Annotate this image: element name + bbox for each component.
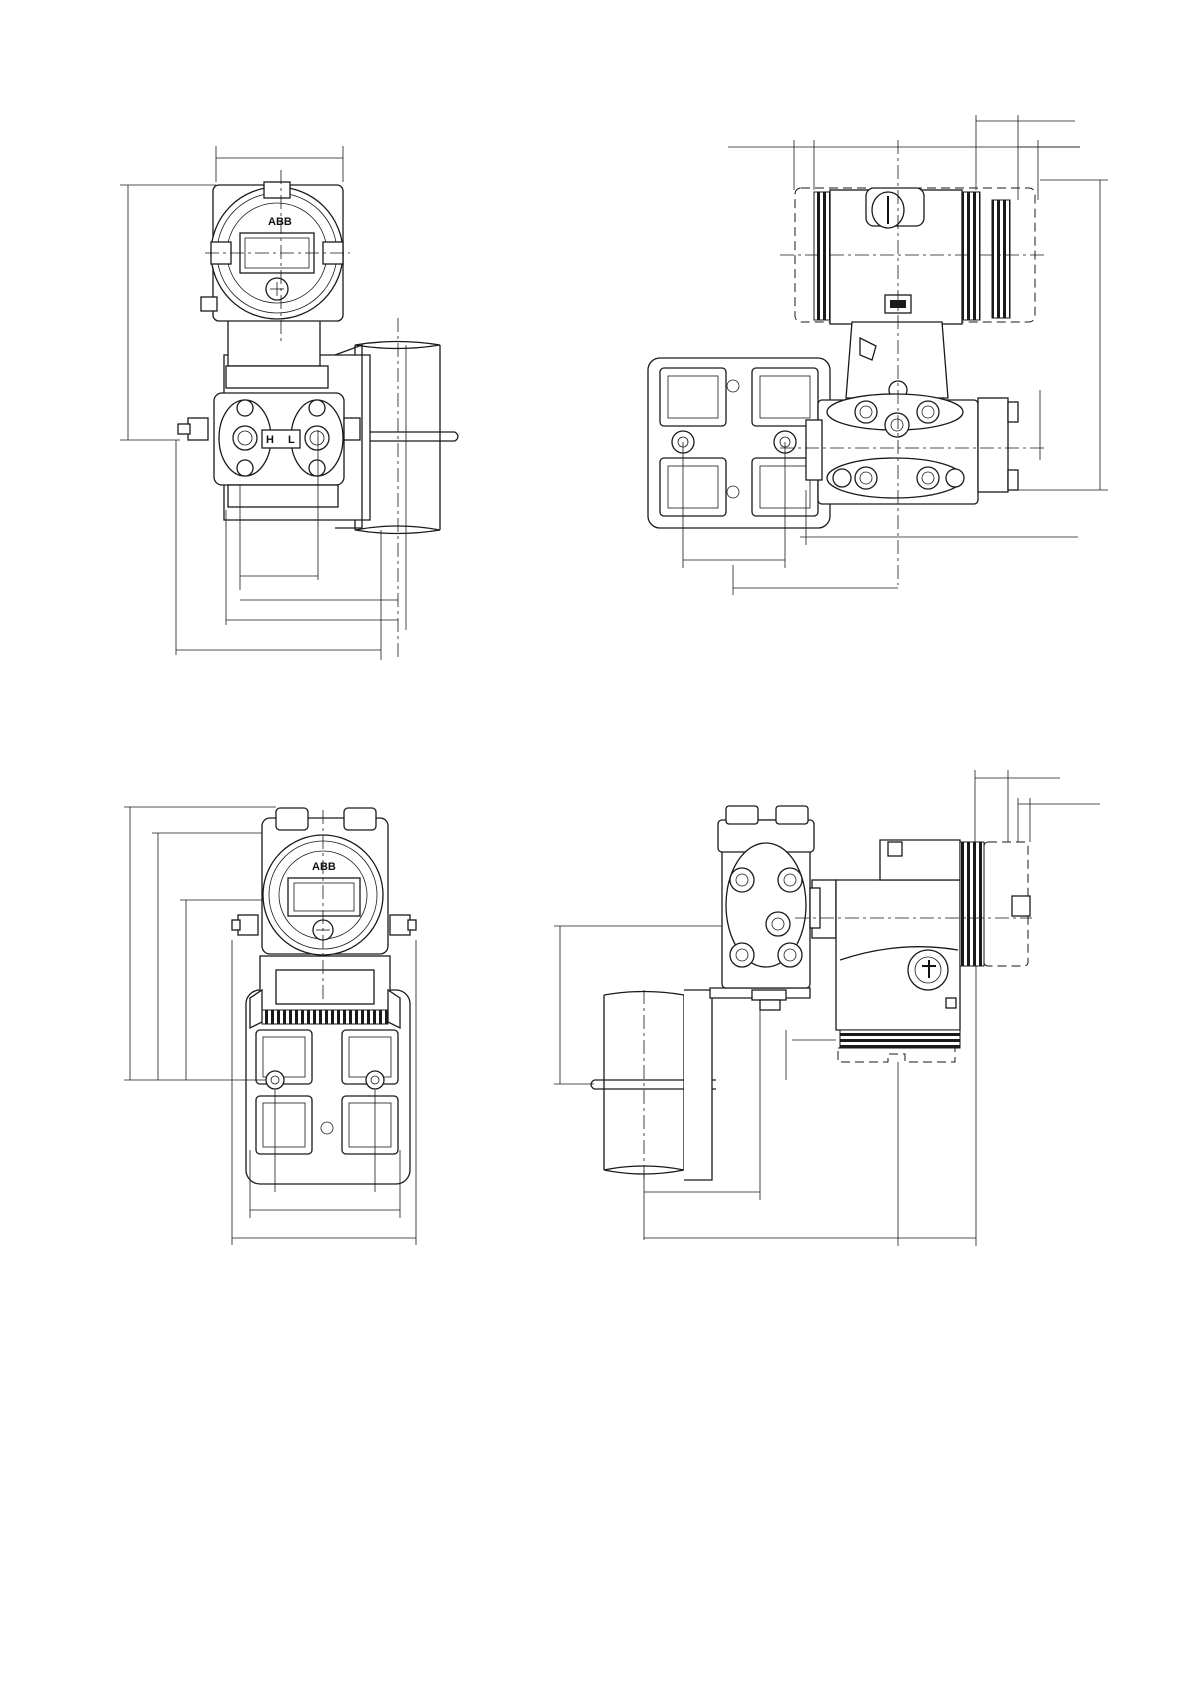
lcd-display (288, 878, 360, 916)
lcd-display (240, 233, 314, 273)
housing-neck (228, 318, 320, 366)
electronics-housing: ABB (201, 182, 343, 321)
view-top-right (648, 115, 1108, 595)
dimension-lines (554, 770, 1100, 1246)
mounting-bracket (648, 358, 830, 528)
sensor-flange: H L (178, 393, 360, 507)
port-low-label: L (288, 434, 295, 446)
view-bottom-right (554, 770, 1100, 1246)
electronics-housing-side (795, 188, 1035, 399)
sensor-flange-side (806, 394, 1018, 504)
electronics-housing: ABB (232, 808, 416, 955)
port-high-label: H (266, 434, 274, 446)
sensor-body (250, 956, 400, 1028)
pipe (604, 990, 684, 1180)
abb-logo: ABB (312, 861, 336, 873)
sensor-body-side (718, 806, 814, 1010)
view-top-left: ABB H L (120, 146, 458, 660)
electronics-housing-side (810, 840, 1030, 1062)
view-bottom-left: ABB (124, 807, 416, 1245)
abb-logo: ABB (268, 216, 292, 228)
